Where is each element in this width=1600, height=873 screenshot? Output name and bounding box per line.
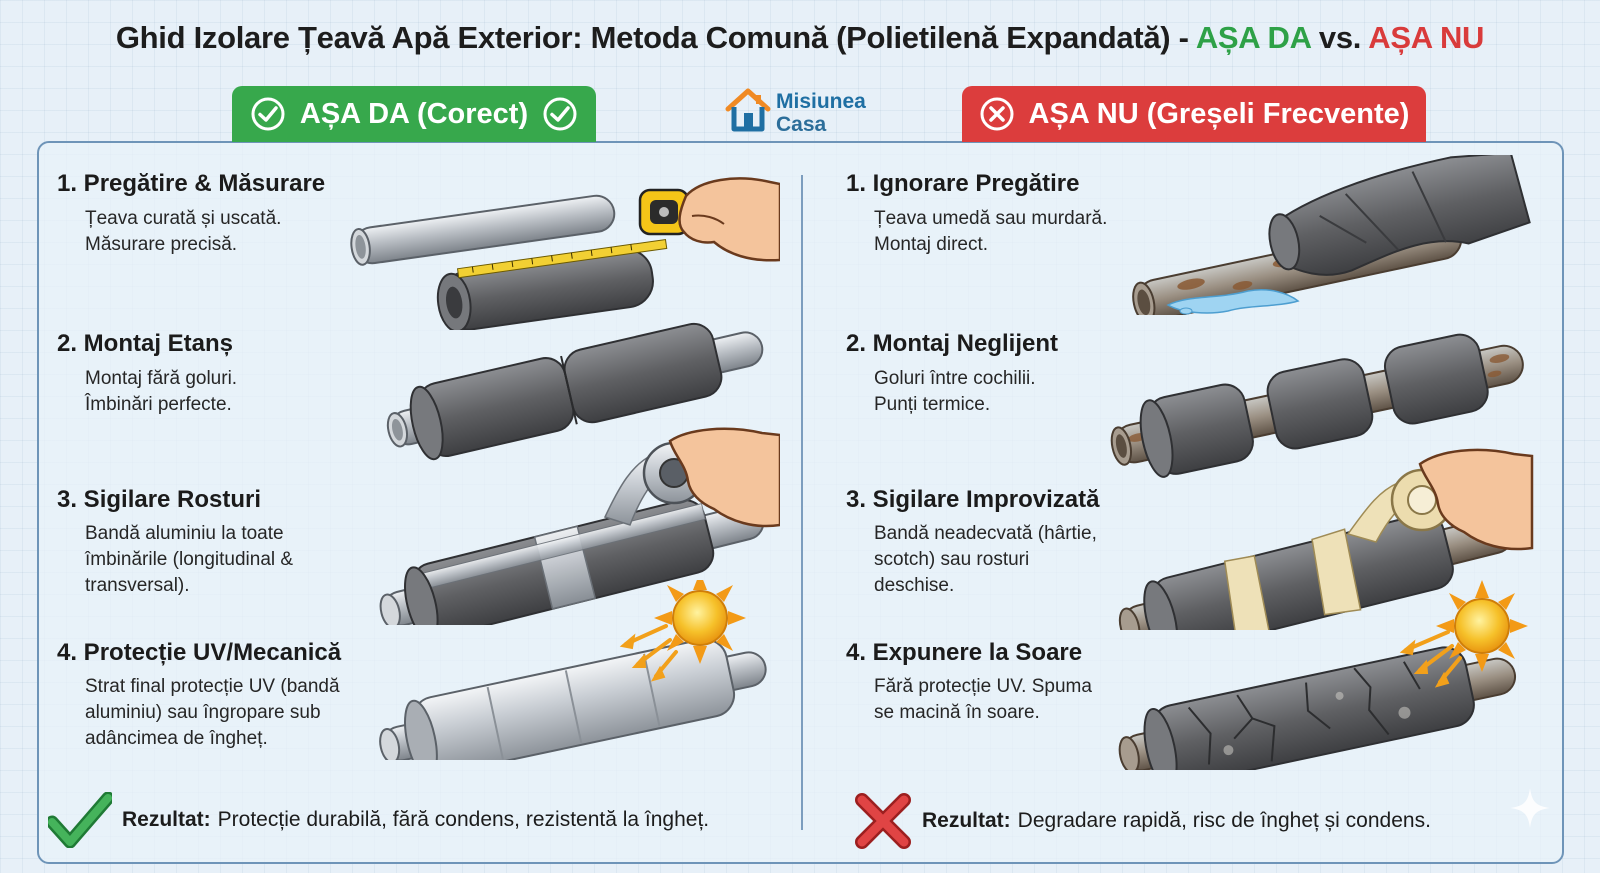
left-step-1-desc: Țeava curată și uscată. Măsurare precisă… bbox=[85, 208, 282, 255]
logo-line-1: Misiunea bbox=[776, 89, 866, 113]
checkmark-icon bbox=[48, 792, 112, 848]
illus-uv-protection bbox=[379, 580, 767, 760]
result-correct: Rezultat: Protecție durabilă, fără conde… bbox=[48, 792, 709, 848]
result-correct-label: Rezultat: bbox=[122, 808, 211, 831]
sun-icon bbox=[1436, 580, 1528, 672]
left-step-3-title: 3. Sigilare Rosturi bbox=[57, 486, 262, 513]
result-wrong-text: Degradare rapidă, risc de îngheț și cond… bbox=[1017, 809, 1431, 832]
illus-improvised-tape bbox=[1118, 448, 1534, 630]
right-step-4-title: 4. Expunere la Soare bbox=[846, 639, 1083, 666]
check-circle-icon bbox=[542, 96, 578, 132]
illus-dirty-wet-pipe bbox=[1132, 155, 1531, 315]
title-nu: AȘA NU bbox=[1368, 20, 1485, 55]
tab-correct-label: AȘA DA (Corect) bbox=[299, 97, 529, 130]
result-wrong: Rezultat: Degradare rapidă, risc de îngh… bbox=[854, 792, 1431, 850]
right-step-1-title: 1. Ignorare Pregătire bbox=[846, 170, 1080, 197]
right-step-3-title: 3. Sigilare Improvizată bbox=[846, 486, 1100, 513]
cross-icon bbox=[854, 792, 912, 850]
tab-wrong-label: AȘA NU (Greșeli Frecvente) bbox=[1028, 97, 1410, 130]
tab-wrong: AȘA NU (Greșeli Frecvente) bbox=[962, 86, 1426, 142]
right-step-1-desc: Țeava umedă sau murdară. Montaj direct. bbox=[874, 208, 1108, 255]
right-step-2-desc: Goluri între cochilii. Punți termice. bbox=[874, 368, 1036, 415]
left-step-2-title: 2. Montaj Etanș bbox=[57, 330, 234, 357]
left-step-4-desc: Strat final protecție UV (bandă aluminiu… bbox=[85, 676, 340, 749]
result-correct-text: Protecție durabilă, fără condens, rezist… bbox=[217, 808, 710, 831]
illus-tight-install bbox=[386, 322, 764, 461]
right-step-2-title: 2. Montaj Neglijent bbox=[846, 330, 1059, 357]
logo-line-2: Casa bbox=[776, 112, 827, 136]
house-icon bbox=[724, 87, 772, 138]
left-step-2-desc: Montaj fără goluri. Îmbinări perfecte. bbox=[85, 368, 238, 415]
result-wrong-label: Rezultat: bbox=[922, 809, 1011, 832]
illus-gaps-install bbox=[1110, 333, 1524, 478]
illus-alu-tape-seal bbox=[379, 427, 780, 625]
tab-correct: AȘA DA (Corect) bbox=[232, 86, 596, 142]
sun-icon bbox=[654, 580, 746, 664]
illus-clean-pipe-measure bbox=[350, 177, 780, 330]
check-circle-icon bbox=[250, 96, 286, 132]
left-step-1-title: 1. Pregătire & Măsurare bbox=[57, 170, 326, 197]
illus-sun-degradation bbox=[1118, 580, 1528, 770]
title-da: AȘA DA bbox=[1195, 20, 1311, 55]
page-title: Ghid Izolare Țeavă Apă Exterior: Metoda … bbox=[115, 20, 1485, 55]
sparkle-icon bbox=[1508, 786, 1552, 830]
x-circle-icon bbox=[979, 96, 1015, 132]
column-divider bbox=[801, 175, 803, 830]
left-step-4-title: 4. Protecție UV/Mecanică bbox=[57, 639, 342, 666]
left-step-3-desc: Bandă aluminiu la toate îmbinările (long… bbox=[85, 523, 294, 596]
brand-logo: Misiunea Casa bbox=[724, 87, 866, 138]
right-step-3-desc: Bandă neadecvată (hârtie, scotch) sau ro… bbox=[874, 523, 1097, 596]
right-step-4-desc: Fără protecție UV. Spuma se macină în so… bbox=[874, 676, 1092, 723]
